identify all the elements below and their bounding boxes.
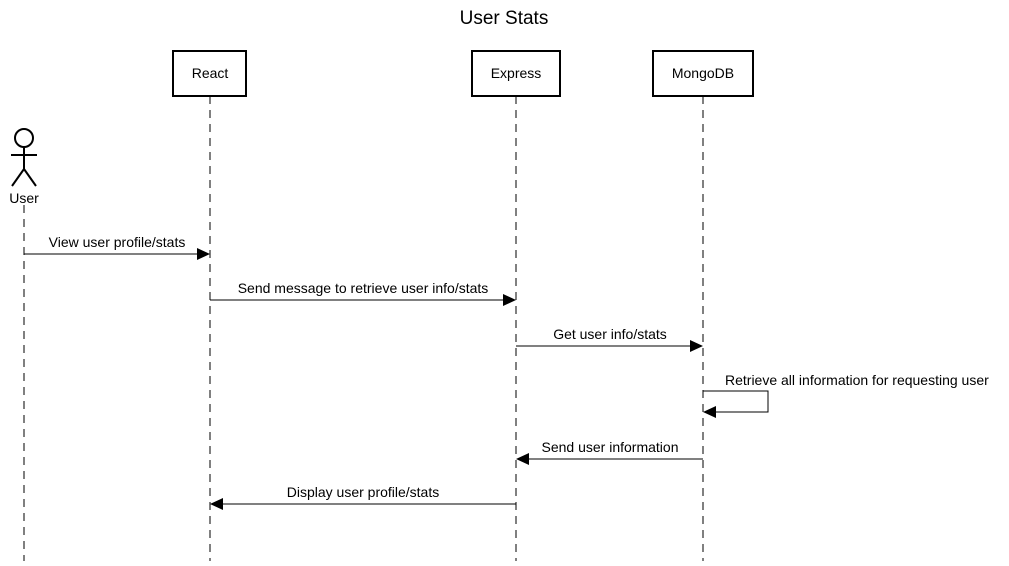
message-self-retrieve: Retrieve all information for requesting … (703, 372, 989, 418)
message-send-user-info: Send user information (516, 439, 703, 465)
user-actor-icon (11, 128, 37, 187)
participant-mongodb: MongoDB (652, 50, 754, 97)
message-label: Retrieve all information for requesting … (725, 372, 989, 388)
arrowhead-left-icon (516, 453, 529, 465)
message-view-profile: View user profile/stats (24, 234, 210, 260)
message-label: Send user information (542, 439, 679, 455)
participant-react: React (172, 50, 247, 97)
message-label: Get user info/stats (553, 326, 667, 342)
participant-express-label: Express (491, 65, 542, 81)
arrowhead-right-icon (197, 248, 210, 260)
participant-express: Express (471, 50, 561, 97)
arrowhead-left-icon (703, 406, 716, 418)
arrowhead-left-icon (210, 498, 223, 510)
participant-mongodb-label: MongoDB (672, 65, 734, 81)
diagram-title: User Stats (460, 8, 549, 29)
message-display-profile: Display user profile/stats (210, 484, 516, 510)
arrowhead-right-icon (690, 340, 703, 352)
arrowhead-right-icon (503, 294, 516, 306)
message-label: Send message to retrieve user info/stats (238, 280, 489, 296)
message-retrieve-request: Send message to retrieve user info/stats (210, 280, 516, 306)
message-get-user-info: Get user info/stats (516, 326, 703, 352)
message-label: View user profile/stats (49, 234, 186, 250)
actor-user-label: User (9, 190, 39, 206)
participant-react-label: React (192, 65, 229, 81)
message-label: Display user profile/stats (287, 484, 440, 500)
